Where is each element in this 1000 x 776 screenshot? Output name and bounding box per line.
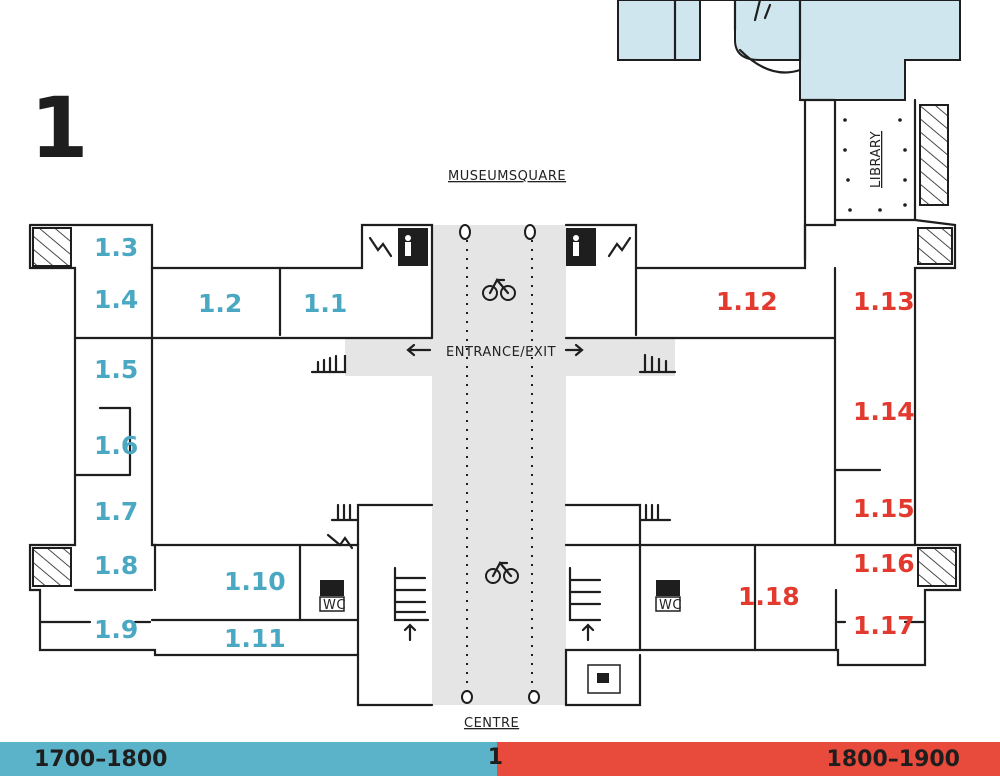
room-1-11: 1.11 bbox=[224, 624, 286, 653]
wc-label-left: WC bbox=[323, 598, 346, 613]
bicycle-icon bbox=[482, 278, 519, 584]
room-1-8: 1.8 bbox=[94, 551, 138, 580]
room-1-4: 1.4 bbox=[94, 285, 138, 314]
room-1-18: 1.18 bbox=[738, 582, 800, 611]
room-1-7: 1.7 bbox=[94, 497, 138, 526]
room-1-1: 1.1 bbox=[303, 289, 347, 318]
room-1-16: 1.16 bbox=[853, 549, 915, 578]
hatched-block-icon bbox=[917, 227, 953, 265]
hatched-block-icon bbox=[917, 547, 957, 587]
upper-building bbox=[617, 0, 961, 101]
room-1-13: 1.13 bbox=[853, 287, 915, 316]
room-1-12: 1.12 bbox=[716, 287, 778, 316]
legend-1800-1900: 1800–1900 bbox=[497, 742, 1000, 776]
room-1-17: 1.17 bbox=[853, 611, 915, 640]
era-legend: 1700–1800 1 1800–1900 bbox=[0, 742, 1000, 776]
legend-right-label: 1800–1900 bbox=[826, 746, 960, 772]
room-1-3: 1.3 bbox=[94, 233, 138, 262]
room-1-2: 1.2 bbox=[198, 289, 242, 318]
hatched-block-icon bbox=[32, 547, 72, 587]
room-1-15: 1.15 bbox=[853, 494, 915, 523]
legend-1700-1800: 1700–1800 1 bbox=[0, 742, 503, 776]
central-passage bbox=[345, 224, 675, 705]
room-1-14: 1.14 bbox=[853, 397, 915, 426]
arrow-right-icon bbox=[564, 343, 584, 357]
arrow-left-icon bbox=[406, 343, 432, 357]
arrow-up-icon bbox=[403, 623, 417, 642]
stairs-icon bbox=[326, 236, 632, 550]
room-1-9: 1.9 bbox=[94, 615, 138, 644]
wc-label-right: WC bbox=[659, 598, 682, 613]
library-label: LIBRARY bbox=[869, 131, 884, 188]
legend-middle-label: 1 bbox=[487, 745, 503, 770]
coffee-icon bbox=[587, 664, 621, 694]
building-walls bbox=[28, 218, 962, 707]
hatched-block-icon bbox=[32, 227, 72, 267]
legend-left-label: 1700–1800 bbox=[34, 746, 168, 772]
room-1-10: 1.10 bbox=[224, 567, 286, 596]
museumsquare-label: MUSEUMSQUARE bbox=[448, 169, 566, 184]
room-1-5: 1.5 bbox=[94, 355, 138, 384]
library-wing: LIBRARY bbox=[798, 98, 949, 262]
toilet-icon bbox=[319, 580, 681, 612]
stairs-icon bbox=[310, 353, 677, 622]
entrance-label: ENTRANCE/EXIT bbox=[446, 345, 556, 360]
floor-number: 1 bbox=[30, 79, 88, 177]
elevator-icon bbox=[398, 228, 596, 266]
arrow-up-icon bbox=[581, 623, 595, 642]
centre-label: CENTRE bbox=[464, 716, 519, 731]
room-1-6: 1.6 bbox=[94, 431, 138, 460]
